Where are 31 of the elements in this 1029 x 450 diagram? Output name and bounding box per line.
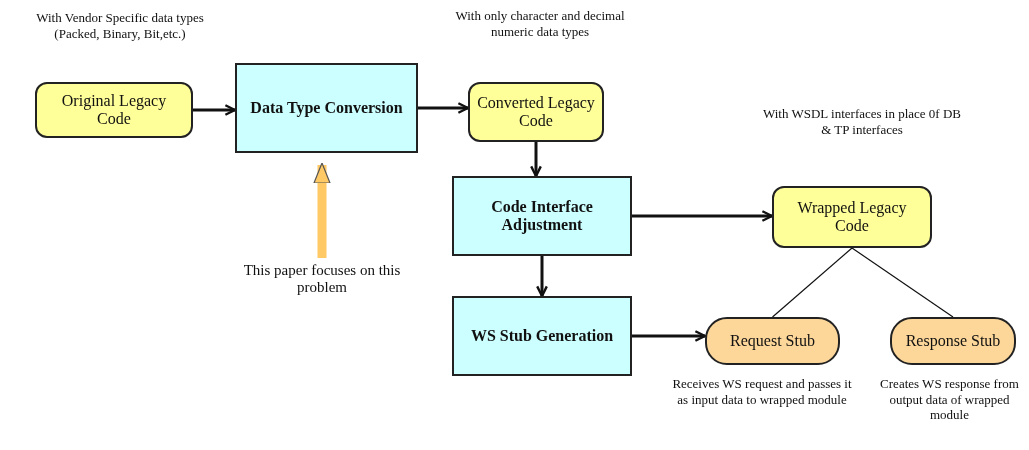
- annotation: Creates WS response from output data of wrapped module: [879, 376, 1020, 423]
- arrow: [536, 256, 548, 298]
- box-label: Original Legacy Code: [60, 91, 168, 129]
- arrow: [632, 330, 707, 342]
- box-label: Code Interface Adjustment: [490, 197, 594, 235]
- stub-box: [705, 317, 840, 365]
- process-box: [452, 176, 632, 256]
- connector-line: [771, 247, 853, 318]
- box-label: Wrapped Legacy Code: [796, 198, 908, 236]
- process-box: [452, 296, 632, 376]
- connector-line: [851, 247, 954, 318]
- box-label: Data Type Conversion: [249, 98, 404, 118]
- arrow: [530, 142, 542, 178]
- focus-note: This paper focuses on this problem: [242, 261, 402, 297]
- box-label: Response Stub: [904, 331, 1002, 351]
- box-label: WS Stub Generation: [469, 326, 615, 346]
- arrow: [418, 102, 470, 114]
- annotation: With WSDL interfaces in place 0f DB & TP interfaces: [762, 106, 962, 138]
- box-label: Request Stub: [729, 331, 816, 351]
- arrow: [632, 210, 774, 222]
- stub-box: [890, 317, 1016, 365]
- box-label: Converted Legacy Code: [476, 93, 596, 131]
- annotation: Receives WS request and passes it as input data to wrapped module: [672, 376, 852, 408]
- focus-arrow: [313, 162, 331, 258]
- annotation: With Vendor Specific data types (Packed, Binary, Bit,etc.): [35, 10, 205, 42]
- code-box: [35, 82, 193, 138]
- code-box: [468, 82, 604, 142]
- process-box: [235, 63, 418, 153]
- arrow: [193, 104, 237, 116]
- annotation: With only character and decimal numeric data types: [454, 8, 626, 40]
- code-box: [772, 186, 932, 248]
